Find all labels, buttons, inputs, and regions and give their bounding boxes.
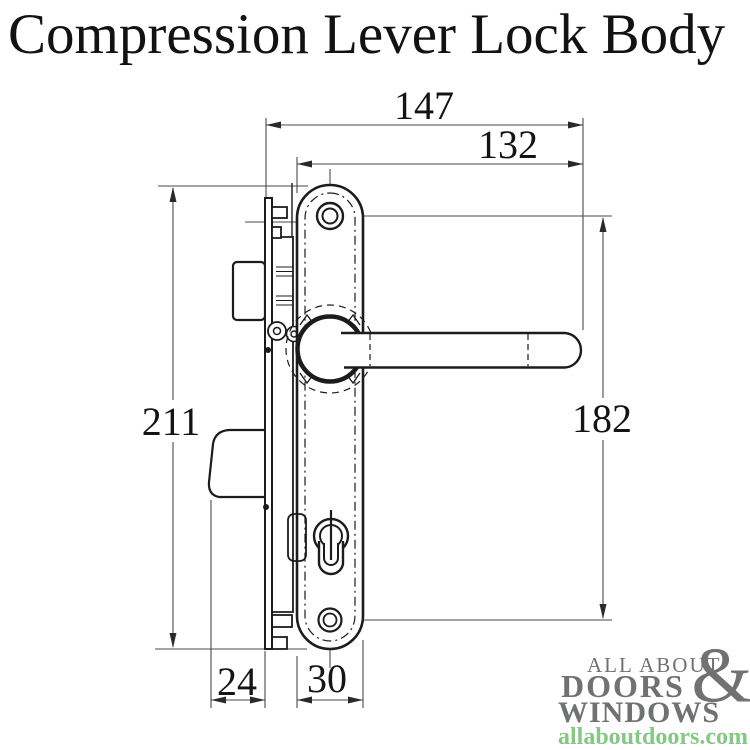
dim-30: 30	[307, 656, 347, 701]
logo-doors: DOORS	[561, 668, 685, 704]
dimension-lines	[155, 118, 612, 708]
logo-ampersand: &	[691, 631, 750, 718]
dim-24: 24	[217, 659, 257, 704]
dimension-arrows	[169, 121, 607, 704]
dimension-labels: 147 132 211 182 24 30	[142, 83, 632, 704]
lever-handle	[341, 331, 583, 369]
logo-windows: WINDOWS	[558, 696, 721, 729]
case-spring-lines	[276, 266, 293, 306]
logo-website-link[interactable]: allaboutdoors.com	[558, 724, 749, 750]
escutcheon-plate	[285, 183, 583, 651]
dim-211: 211	[142, 399, 201, 444]
all-about-doors-windows-logo: ALL ABOUT & DOORS WINDOWS allaboutdoors.…	[558, 636, 750, 750]
bottom-screw	[317, 607, 343, 633]
dim-147: 147	[394, 83, 454, 128]
latch-bolt	[231, 260, 267, 322]
page-title: Compression Lever Lock Body	[8, 3, 726, 66]
euro-cylinder	[312, 510, 350, 576]
lock-case	[207, 183, 303, 650]
top-screw	[315, 201, 345, 231]
dim-182: 182	[572, 396, 632, 441]
logo-all-about: ALL ABOUT	[587, 653, 722, 677]
dim-132: 132	[478, 122, 538, 167]
escutcheon-inner-outline	[304, 192, 356, 642]
faceplate	[264, 197, 273, 650]
deadbolt	[207, 428, 265, 499]
cylinder-bracket	[287, 513, 307, 562]
